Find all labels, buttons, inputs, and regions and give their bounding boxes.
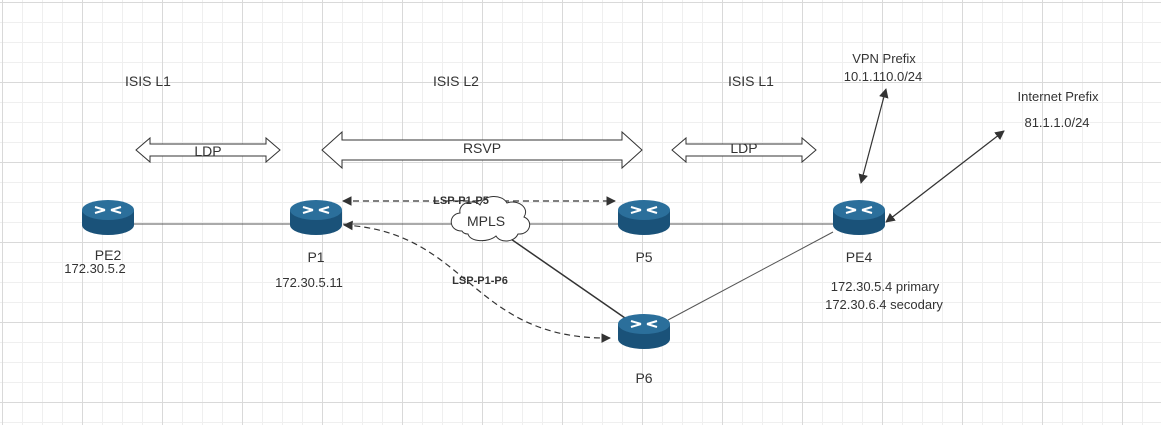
- router-icon[interactable]: [618, 314, 670, 349]
- ldp-left-double-arrow: [135, 136, 281, 164]
- protocol-label-ldp-right: LDP: [730, 140, 758, 156]
- router-icon[interactable]: [618, 200, 670, 235]
- node-name-p6: P6: [635, 370, 653, 386]
- internet-prefix-arrow: [885, 130, 1005, 223]
- cloud-label: MPLS: [466, 213, 506, 229]
- node-name-pe4: PE4: [845, 249, 873, 265]
- node-ip-pe4-secondary: 172.30.6.4 secodary: [825, 297, 943, 312]
- protocol-label-rsvp: RSVP: [462, 140, 502, 156]
- node-name-pe2: PE2: [94, 247, 122, 263]
- link-cloud-p6: [507, 236, 626, 319]
- lsp-label-p1-p6: LSP-P1-P6: [452, 275, 508, 287]
- node-ip-p1: 172.30.5.11: [275, 275, 343, 290]
- node-name-p5: P5: [635, 249, 653, 265]
- link-p6-pe4: [667, 231, 834, 321]
- area-label-left: ISIS L1: [125, 73, 171, 89]
- node-ip-pe4-primary: 172.30.5.4 primary: [830, 279, 940, 294]
- node-ip-pe2: 172.30.5.2: [64, 261, 126, 276]
- rsvp-double-arrow: [321, 130, 643, 170]
- area-label-middle: ISIS L2: [433, 73, 479, 89]
- router-icon[interactable]: [290, 200, 342, 235]
- node-name-p1: P1: [307, 249, 325, 265]
- router-icon[interactable]: [82, 200, 134, 235]
- area-label-right: ISIS L1: [728, 73, 774, 89]
- vpn-prefix-arrow: [858, 88, 889, 184]
- internet-prefix-title: Internet Prefix: [1017, 89, 1099, 104]
- internet-prefix-value: 81.1.1.0/24: [1024, 115, 1090, 130]
- vpn-prefix-title: VPN Prefix: [852, 51, 916, 66]
- router-icon[interactable]: [833, 200, 885, 235]
- lsp-label-p1-p5: LSP-P1-P5: [433, 195, 489, 207]
- vpn-prefix-value: 10.1.110.0/24: [843, 69, 923, 84]
- protocol-label-ldp-left: LDP: [194, 143, 222, 159]
- cloud-icon: [450, 196, 531, 242]
- ldp-right-double-arrow: [671, 136, 817, 164]
- lsp-p1-p6-arrow: [343, 220, 611, 343]
